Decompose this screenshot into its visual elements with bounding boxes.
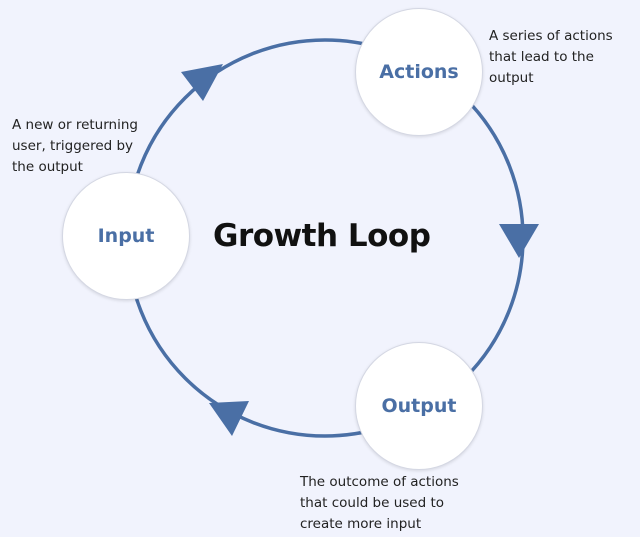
input-description-line: the output <box>12 159 83 175</box>
output-description: The outcome of actions that could be use… <box>300 472 459 535</box>
output-description-line: The outcome of actions <box>300 474 459 490</box>
output-description-line: that could be used to <box>300 495 445 511</box>
diagram-title: Growth Loop <box>213 218 431 254</box>
node-actions-label: Actions <box>379 61 459 83</box>
input-description: A new or returning user, triggered by th… <box>12 115 138 178</box>
input-description-line: A new or returning <box>12 117 138 133</box>
actions-description-line: A series of actions <box>489 28 613 44</box>
node-input-label: Input <box>97 225 155 247</box>
arrow-output-to-input <box>209 401 249 436</box>
node-output-label: Output <box>381 395 457 417</box>
arrow-input-to-actions <box>181 64 223 101</box>
input-description-line: user, triggered by <box>12 138 134 154</box>
node-output: Output <box>355 342 483 470</box>
actions-description-line: that lead to the <box>489 49 594 65</box>
output-description-line: create more input <box>300 516 422 532</box>
actions-description-line: output <box>489 70 534 86</box>
actions-description: A series of actions that lead to the out… <box>489 26 613 89</box>
arrow-actions-to-output <box>499 224 539 258</box>
node-actions: Actions <box>355 8 483 136</box>
node-input: Input <box>62 172 190 300</box>
